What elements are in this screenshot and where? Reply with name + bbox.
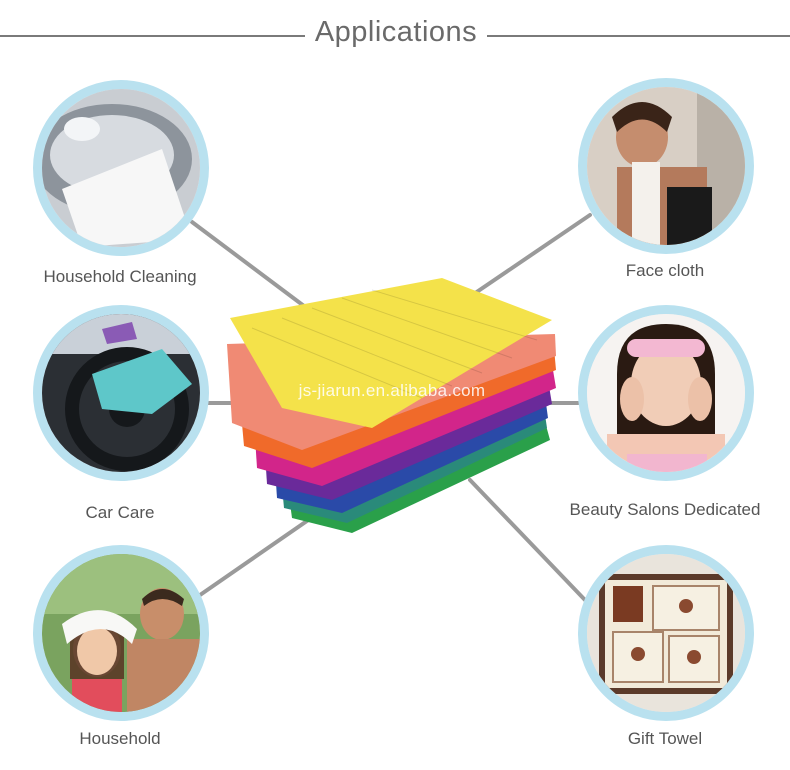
- connector-gift-towel: [468, 478, 587, 602]
- title-divider-left: [0, 35, 305, 37]
- household-photo: [33, 545, 209, 721]
- watermark-text: js-jiarun.en.alibaba.com: [298, 381, 486, 400]
- label-beauty-salons-dedicated: Beauty Salons Dedicated: [569, 500, 761, 519]
- face-cloth-photo: [578, 78, 754, 254]
- household-cleaning-photo: [33, 80, 209, 256]
- towel-texture: [251, 289, 538, 399]
- label-household-cleaning: Household Cleaning: [43, 267, 197, 286]
- label-face-cloth: Face cloth: [625, 261, 705, 280]
- page-title: Applications: [314, 16, 478, 48]
- label-household: Household: [79, 729, 161, 748]
- connector-face-cloth: [460, 213, 592, 304]
- connector-household-cleaning: [190, 220, 314, 314]
- towel-layers: [227, 278, 556, 533]
- beauty-salon-photo: [578, 305, 754, 481]
- car-care-photo: [33, 305, 209, 481]
- title-divider-right: [487, 35, 790, 37]
- microfiber-towel-stack: [227, 278, 556, 533]
- label-car-care: Car Care: [85, 503, 155, 522]
- header: Applications: [0, 14, 790, 54]
- label-gift-towel: Gift Towel: [627, 729, 703, 748]
- towel-yellow: [230, 278, 552, 428]
- gift-towel-photo: [578, 545, 754, 721]
